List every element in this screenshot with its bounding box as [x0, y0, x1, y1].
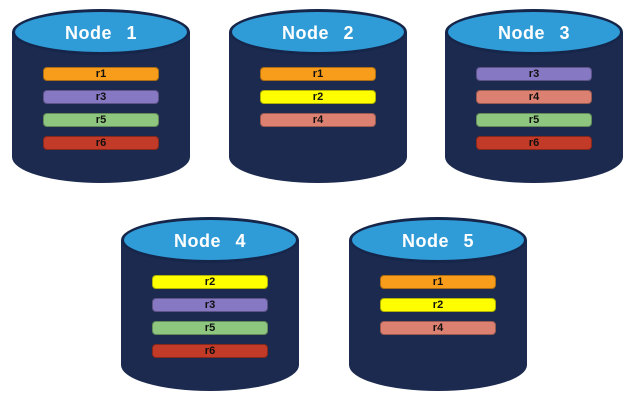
replica-list: r1 r3 r5 r6 — [12, 67, 190, 150]
replica-bar-r5: r5 — [43, 113, 159, 127]
db-node-4: r2 r3 r5 r6 Node 4 — [121, 217, 299, 391]
cylinder-top: Node 5 — [349, 217, 527, 263]
node-title: Node 3 — [497, 22, 570, 43]
replica-list: r1 r2 r4 — [349, 275, 527, 335]
replica-bar-r1: r1 — [43, 67, 159, 81]
replica-bar-r3: r3 — [476, 67, 592, 81]
replica-bar-r6: r6 — [152, 344, 268, 358]
replica-list: r2 r3 r5 r6 — [121, 275, 299, 358]
replica-list: r1 r2 r4 — [229, 67, 407, 127]
replica-bar-r5: r5 — [476, 113, 592, 127]
cylinder-body — [349, 240, 527, 391]
cylinder-top: Node 3 — [445, 9, 623, 55]
replica-list: r3 r4 r5 r6 — [445, 67, 623, 150]
cylinder-body — [445, 32, 623, 183]
node-title: Node 4 — [173, 230, 246, 251]
replica-bar-r4: r4 — [380, 321, 496, 335]
node-title: Node 1 — [64, 22, 137, 43]
db-node-1: r1 r3 r5 r6 Node 1 — [12, 9, 190, 183]
replica-bar-r3: r3 — [152, 298, 268, 312]
replica-bar-r2: r2 — [380, 298, 496, 312]
replica-bar-r4: r4 — [260, 113, 376, 127]
cylinder-top: Node 1 — [12, 9, 190, 55]
db-node-3: r3 r4 r5 r6 Node 3 — [445, 9, 623, 183]
cylinder-top: Node 2 — [229, 9, 407, 55]
cylinder-body — [229, 32, 407, 183]
replica-bar-r6: r6 — [43, 136, 159, 150]
cylinder-body — [12, 32, 190, 183]
replica-bar-r1: r1 — [380, 275, 496, 289]
db-node-2: r1 r2 r4 Node 2 — [229, 9, 407, 183]
replica-bar-r2: r2 — [260, 90, 376, 104]
replica-bar-r4: r4 — [476, 90, 592, 104]
cylinder-top: Node 4 — [121, 217, 299, 263]
replica-bar-r2: r2 — [152, 275, 268, 289]
replica-bar-r6: r6 — [476, 136, 592, 150]
replica-bar-r1: r1 — [260, 67, 376, 81]
cylinder-body — [121, 240, 299, 391]
node-title: Node 5 — [401, 230, 474, 251]
replica-bar-r3: r3 — [43, 90, 159, 104]
replica-bar-r5: r5 — [152, 321, 268, 335]
db-node-5: r1 r2 r4 Node 5 — [349, 217, 527, 391]
node-title: Node 2 — [281, 22, 354, 43]
